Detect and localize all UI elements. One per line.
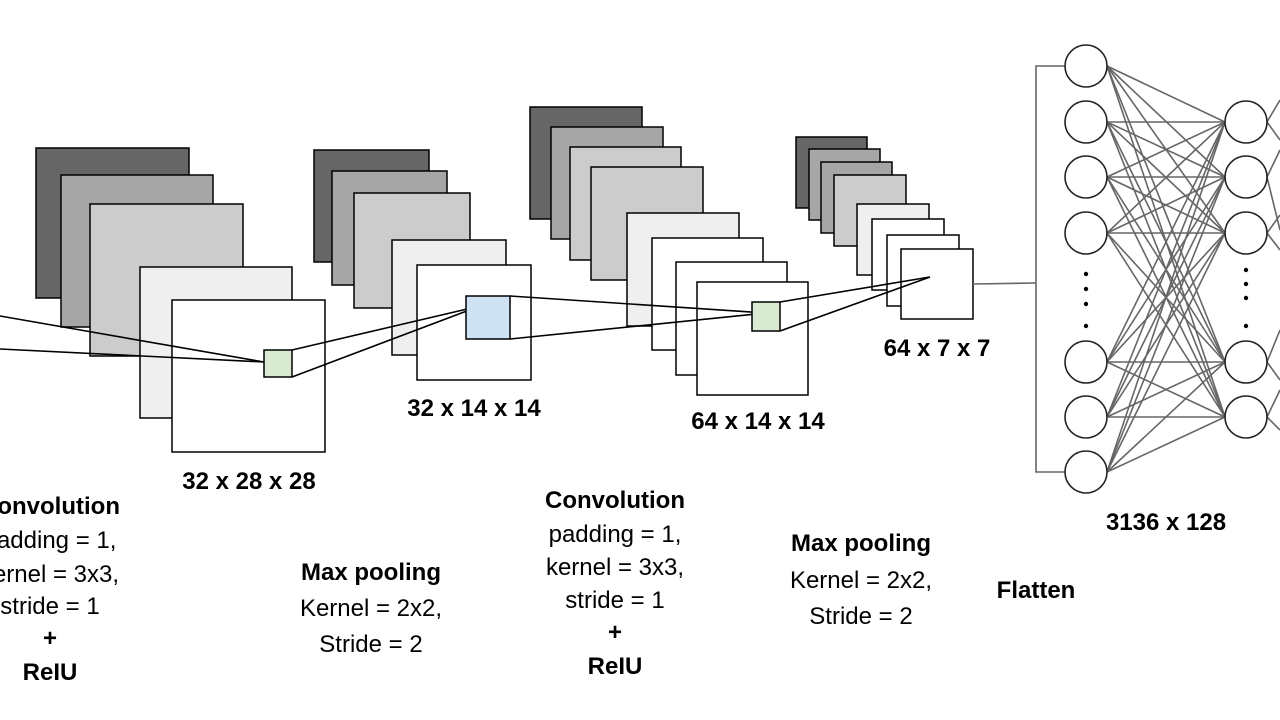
dense-edge <box>1106 65 1226 123</box>
output-edge <box>1266 121 1280 141</box>
projection-line <box>779 276 931 303</box>
op-kernel: kernel = 3x3, <box>546 554 684 581</box>
dense-edge <box>1106 65 1226 363</box>
feature-map <box>171 299 326 453</box>
projection-line <box>509 295 767 314</box>
ellipsis-dot <box>1083 323 1089 329</box>
op-activation: ReIU <box>23 659 78 686</box>
kernel-window-conv1 <box>263 349 293 378</box>
op-kernel: Kernel = 2x2, <box>790 567 932 594</box>
dense-edge <box>1106 121 1226 363</box>
op-title: Convolution <box>545 487 685 514</box>
op-padding: padding = 1, <box>0 527 116 554</box>
projection-line <box>509 312 767 340</box>
flatten-bracket <box>1035 65 1065 473</box>
op-title: Convolution <box>0 493 120 520</box>
projection-line <box>779 276 931 332</box>
op-kernel: kernel = 3x3, <box>0 561 119 588</box>
neuron <box>1064 340 1108 384</box>
op-title: Max pooling <box>301 559 441 586</box>
pool1-feature-maps <box>313 149 532 381</box>
output-edge <box>1266 329 1280 363</box>
dense-edge <box>1106 361 1226 473</box>
output-edge <box>1266 389 1280 418</box>
pool1-operation-label: Max pooling Kernel = 2x2, Stride = 2 <box>300 559 442 658</box>
conv1-operation-label: Convolution padding = 1, kernel = 3x3, s… <box>0 493 120 686</box>
flatten-operation-label: Flatten <box>997 577 1076 604</box>
op-kernel: Kernel = 2x2, <box>300 595 442 622</box>
op-title: Max pooling <box>791 530 931 557</box>
op-stride: Stride = 2 <box>319 631 422 658</box>
neuron <box>1064 44 1108 88</box>
kernel-window-conv2 <box>751 301 781 332</box>
output-connections <box>1266 99 1280 431</box>
op-stride: stride = 1 <box>0 593 99 620</box>
projection-line <box>0 315 265 363</box>
output-edge <box>1266 176 1280 231</box>
dense-edge <box>1106 232 1226 473</box>
dense-edge <box>1106 121 1226 234</box>
neuron <box>1064 155 1108 199</box>
output-edge <box>1266 361 1280 381</box>
op-stride: Stride = 2 <box>809 603 912 630</box>
projection-line <box>291 305 481 351</box>
neuron <box>1224 340 1268 384</box>
pool2-feature-maps <box>795 136 974 320</box>
neuron <box>1064 395 1108 439</box>
projection-line <box>291 305 481 378</box>
pool2-dims-label: 64 x 7 x 7 <box>884 335 991 362</box>
neuron <box>1224 100 1268 144</box>
neuron <box>1224 395 1268 439</box>
ellipsis-dot <box>1083 271 1089 277</box>
dense-edge <box>1106 176 1226 473</box>
dense-edge <box>1106 121 1226 473</box>
neuron <box>1064 211 1108 255</box>
op-plus: + <box>608 619 622 646</box>
conv2-operation-label: Convolution padding = 1, kernel = 3x3, s… <box>545 487 685 680</box>
op-plus: + <box>43 625 57 652</box>
projection-lines <box>0 276 931 378</box>
op-stride: stride = 1 <box>565 587 664 614</box>
feature-map <box>696 281 809 396</box>
conv2-dims-label: 64 x 14 x 14 <box>691 408 825 435</box>
kernel-window-pool1 <box>465 295 511 340</box>
output-edge <box>1266 416 1280 431</box>
flattened-neurons <box>1064 44 1108 494</box>
dense-edge <box>1106 121 1226 418</box>
pool1-dims-label: 32 x 14 x 14 <box>407 395 541 422</box>
ellipsis-dot <box>1243 267 1249 273</box>
dense-edge <box>1106 176 1226 234</box>
dense-connections <box>1106 65 1226 473</box>
op-activation: ReIU <box>588 653 643 680</box>
neuron <box>1064 100 1108 144</box>
connector-line <box>972 282 1037 285</box>
op-padding: padding = 1, <box>549 521 682 548</box>
hidden-neurons <box>1224 100 1268 439</box>
neuron <box>1224 211 1268 255</box>
ellipsis-dot <box>1243 323 1249 329</box>
ellipsis-dot <box>1083 301 1089 307</box>
ellipsis-dot <box>1083 286 1089 292</box>
dense-edge <box>1106 416 1226 473</box>
conv1-feature-maps <box>35 147 326 453</box>
output-edge <box>1266 232 1280 251</box>
ellipsis-dot <box>1243 295 1249 301</box>
neuron <box>1224 155 1268 199</box>
output-edge <box>1266 99 1280 123</box>
flatten-connector <box>972 65 1065 473</box>
dense-edge <box>1106 361 1226 418</box>
ellipsis-dot <box>1243 281 1249 287</box>
pool2-operation-label: Max pooling Kernel = 2x2, Stride = 2 <box>790 530 932 630</box>
projection-line <box>0 348 265 363</box>
neuron <box>1064 450 1108 494</box>
conv1-dims-label: 32 x 28 x 28 <box>182 468 315 495</box>
output-edge <box>1266 149 1280 178</box>
conv2-feature-maps <box>529 106 809 396</box>
dense-dims-label: 3136 x 128 <box>1106 509 1226 536</box>
dense-edge <box>1106 121 1226 178</box>
